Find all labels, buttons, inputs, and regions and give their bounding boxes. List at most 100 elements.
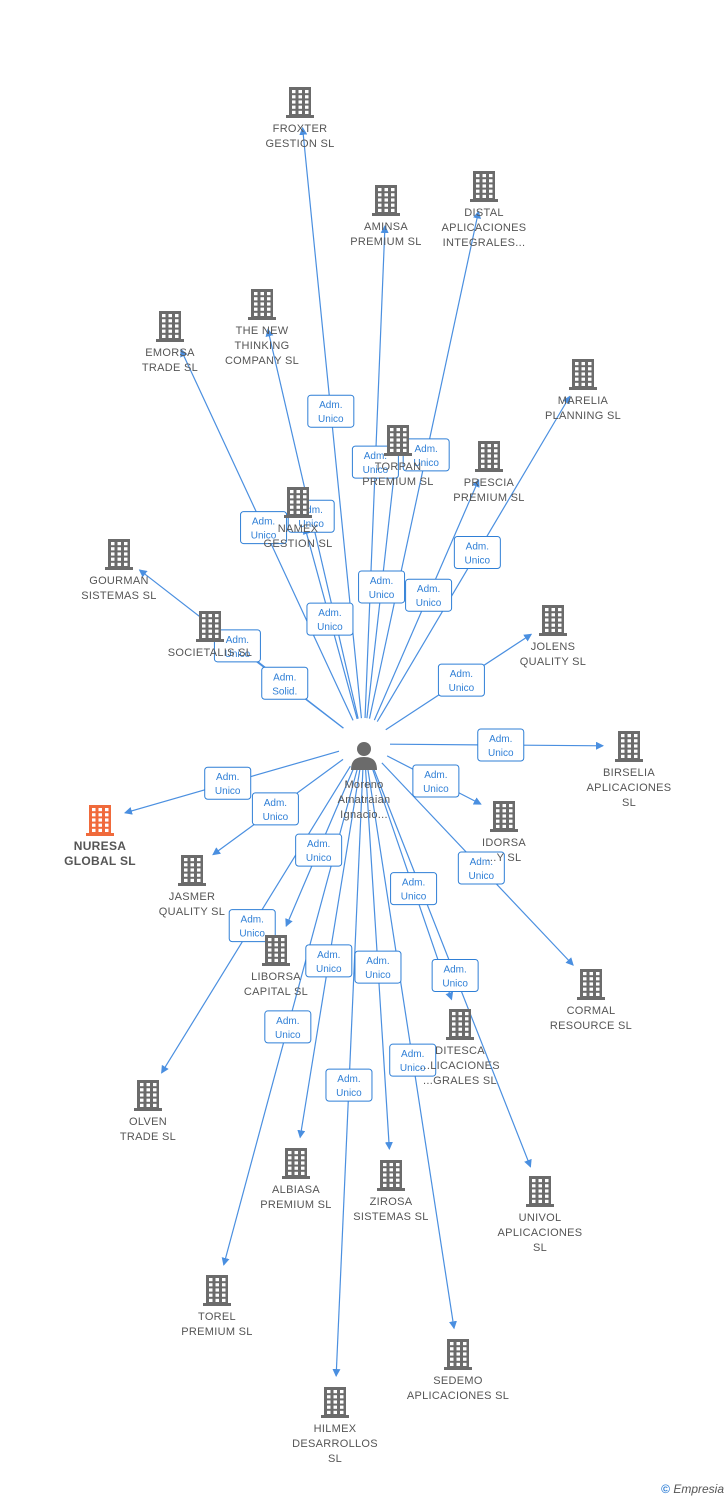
role-label-cormal[interactable]: Adm. Unico [457, 851, 505, 885]
role-label-marelia[interactable]: Adm.Unico [453, 535, 501, 569]
company-name-line: PREMIUM SL [181, 1326, 252, 1338]
role-label-gourman[interactable]: Adm.Unico [213, 629, 261, 663]
role-label-jolens[interactable]: Adm.Unico [437, 663, 485, 697]
role-label-sedemo[interactable]: Adm.Unico [389, 1043, 437, 1077]
role-label-text: Adm. [466, 541, 489, 552]
company-name-line: PLANNING SL [545, 410, 621, 422]
role-label-text: Adm. [337, 1074, 360, 1085]
role-label-text: Adm. [252, 517, 275, 528]
role-label-text: Adm. [450, 669, 473, 680]
role-label-text: Adm. [276, 1016, 299, 1027]
role-label-olven[interactable]: Adm.Unico [228, 909, 276, 943]
role-label-text: Adm. [424, 770, 447, 781]
role-label-birselia[interactable]: Adm.Unico [477, 728, 525, 762]
center-name-line-2: Amatraian [338, 794, 391, 806]
company-name-line: UNIVOL [519, 1212, 562, 1224]
role-label-societalis[interactable]: Adm.Solid. [261, 666, 309, 700]
company-name-line: TORPAN [375, 461, 422, 473]
building-icon [377, 1160, 405, 1191]
role-label-idorsa[interactable]: Adm. Unico [412, 764, 460, 798]
role-label-text: Adm. [300, 505, 323, 516]
brand-name[interactable]: Empresia [673, 1482, 724, 1496]
role-label-liborsa[interactable]: Adm.Unico [295, 833, 343, 867]
role-label-text: Unico [365, 970, 391, 981]
building-icon [178, 855, 206, 886]
role-label-emorsa[interactable]: Adm.Unico [240, 511, 288, 545]
company-node-cormal[interactable]: CORMAL RESOURCE SL [550, 969, 632, 1032]
role-label-nuresa[interactable]: Adm.Unico [204, 766, 252, 800]
company-name-line: CORMAL [567, 1005, 616, 1017]
building-icon [248, 289, 276, 320]
role-label-distal[interactable]: Adm.Unico [402, 438, 450, 472]
company-name-line: TRADE SL [120, 1131, 176, 1143]
company-name-line: EMORSA [145, 347, 195, 359]
building-icon [134, 1080, 162, 1111]
center-person-node[interactable]: Moreno Amatraian Ignacio... [338, 742, 391, 821]
company-name-line: DISTAL [464, 207, 504, 219]
role-label-jasmer[interactable]: Adm.Unico [251, 792, 299, 826]
building-icon [203, 1275, 231, 1306]
company-node-idorsa[interactable]: IDORSA...Y SL [482, 801, 526, 864]
building-icon [615, 731, 643, 762]
role-label-text: Unico [423, 784, 449, 795]
role-label-albiasa[interactable]: Adm.Unico [305, 944, 353, 978]
role-label-prescia[interactable]: Adm.Unico [405, 578, 453, 612]
building-icon [475, 441, 503, 472]
role-label-namex[interactable]: Adm.Unico [306, 602, 354, 636]
building-icon [526, 1176, 554, 1207]
role-label-ditesca[interactable]: Adm.Unico [390, 872, 438, 906]
role-label-univol[interactable]: Adm.Unico [431, 958, 479, 992]
role-label-text: Adm. [443, 964, 466, 975]
role-label-zirosa[interactable]: Adm.Unico [354, 950, 402, 984]
company-node-societalis[interactable]: SOCIETALIS SL [168, 611, 252, 659]
center-name-line-3: Ignacio... [340, 809, 388, 821]
role-label-text: Adm. [470, 857, 493, 868]
company-name-line: INTEGRALES... [443, 237, 526, 249]
building-icon [105, 539, 133, 570]
company-node-ditesca[interactable]: DITESCA...LICACIONES...GRALES SL [420, 1009, 500, 1087]
role-label-torpan[interactable]: Adm.Unico [358, 570, 406, 604]
company-name-line: IDORSA [482, 837, 526, 849]
role-label-text: Adm. [317, 950, 340, 961]
role-label-text: Unico [275, 1030, 301, 1041]
role-label-froxter[interactable]: Adm.Unico [307, 394, 355, 428]
role-label-text: Adm. [364, 451, 387, 462]
company-name-line: ZIROSA [370, 1196, 413, 1208]
building-icon [321, 1387, 349, 1418]
role-label-hilmex[interactable]: Adm.Unico [325, 1068, 373, 1102]
role-label-torel[interactable]: Adm. Unico [264, 1010, 312, 1044]
company-name-line: COMPANY SL [225, 355, 299, 367]
company-name-line: QUALITY SL [159, 906, 225, 918]
company-node-distal[interactable]: DISTALAPLICACIONESINTEGRALES... [442, 171, 527, 249]
company-name-line: ...GRALES SL [423, 1075, 497, 1087]
role-label-text: Adm. [307, 839, 330, 850]
role-label-text: Unico [469, 871, 495, 882]
role-label-text: Adm. [401, 1049, 424, 1060]
company-name-line: PRESCIA [464, 477, 515, 489]
role-label-text: Adm. [417, 584, 440, 595]
company-name-line: HILMEX [314, 1423, 357, 1435]
company-name-line: RESOURCE SL [550, 1020, 632, 1032]
role-label-text: Solid. [272, 686, 297, 697]
